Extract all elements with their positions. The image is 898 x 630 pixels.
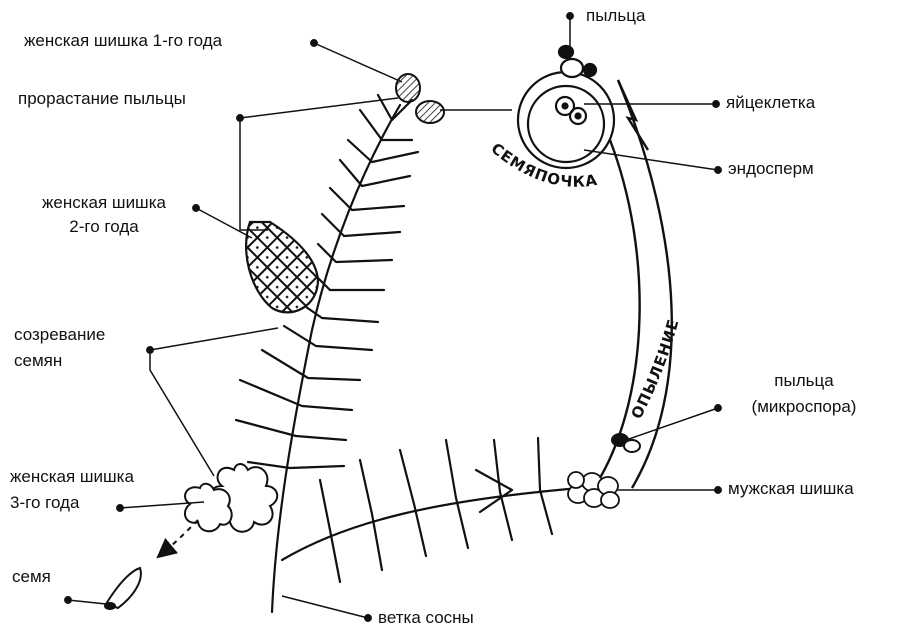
label-pollen-microspore-line2: (микроспора) bbox=[724, 396, 884, 418]
female-cone-year2-drawing bbox=[246, 222, 318, 312]
label-female-cone-year2-line2: 2-го года bbox=[14, 216, 194, 238]
female-cone-year3-drawing bbox=[185, 464, 277, 532]
ovule-drawing bbox=[518, 46, 614, 168]
seed-dispersal-arrow bbox=[164, 520, 198, 552]
label-male-cone: мужская шишка bbox=[728, 478, 854, 500]
label-seed: семя bbox=[12, 566, 51, 588]
label-female-cone-year3-line1: женская шишка bbox=[10, 466, 134, 488]
label-pollen: пыльца bbox=[586, 5, 645, 27]
label-seed-ripening-line1: созревание bbox=[14, 324, 105, 346]
label-pollen-microspore-line1: пыльца bbox=[724, 370, 884, 392]
label-female-cone-year2-line1: женская шишка bbox=[14, 192, 194, 214]
label-female-cone-year3-line2: 3-го года bbox=[10, 492, 79, 514]
pollination-arrow bbox=[600, 80, 672, 488]
label-egg-cell: яйцеклетка bbox=[726, 92, 815, 114]
female-cone-year1-drawing bbox=[396, 74, 444, 123]
seed-drawing bbox=[104, 568, 141, 610]
label-seed-ripening-line2: семян bbox=[14, 350, 62, 372]
label-pine-branch: ветка сосны bbox=[378, 607, 474, 629]
male-cone-drawing bbox=[568, 472, 619, 508]
label-female-cone-year1: женская шишка 1-го года bbox=[24, 30, 222, 52]
label-endosperm: эндосперм bbox=[728, 158, 814, 180]
label-pollen-germination: прорастание пыльцы bbox=[18, 88, 186, 110]
